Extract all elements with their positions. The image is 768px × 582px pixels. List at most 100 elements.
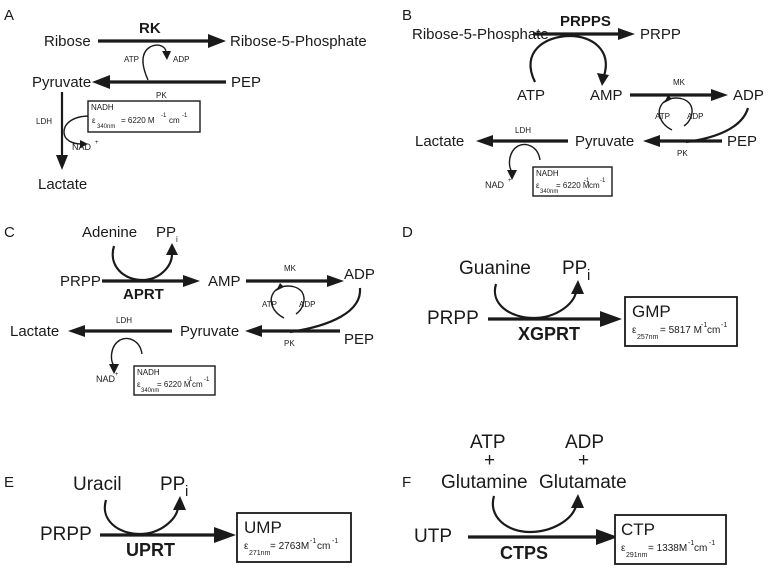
rk-arrowhead bbox=[208, 34, 226, 48]
cm-exponent: -1 bbox=[332, 538, 338, 545]
cm-unit: cm bbox=[192, 380, 203, 389]
plus-sign-1: + bbox=[484, 450, 495, 471]
ump-product-label: UMP bbox=[244, 518, 282, 537]
atp-label: ATP bbox=[470, 432, 506, 453]
panel-b: B Ribose-5-Phosphate PRPPS PRPP ATP AMP … bbox=[402, 7, 764, 197]
nadh-loop bbox=[508, 143, 541, 173]
nadh-label: NADH bbox=[137, 368, 160, 377]
amp-label: AMP bbox=[590, 87, 623, 104]
panel-d: D Guanine PP i PRPP XGPRT GMP ε 257nm = … bbox=[402, 224, 738, 347]
panel-b-letter: B bbox=[402, 7, 412, 24]
cm-exponent: -1 bbox=[721, 322, 727, 329]
panel-e-letter: E bbox=[4, 474, 14, 491]
utp-label: UTP bbox=[414, 526, 452, 547]
atp-adp-loop-arrowhead bbox=[664, 95, 672, 103]
nad-label: NAD bbox=[96, 374, 116, 384]
glutamine-label: Glutamine bbox=[441, 472, 528, 493]
amp-label: AMP bbox=[208, 273, 241, 290]
molar-exponent: -1 bbox=[584, 178, 590, 184]
panel-f-letter: F bbox=[402, 474, 411, 491]
glutamine-glutamate-arrowhead bbox=[571, 494, 584, 508]
adp-label: ADP bbox=[344, 266, 375, 283]
uracil-ppi-arrowhead bbox=[173, 496, 186, 510]
mk-enzyme-label: MK bbox=[284, 264, 297, 273]
nad-label: NAD bbox=[485, 180, 505, 190]
guanine-ppi-arrowhead bbox=[571, 280, 584, 294]
prpp-label: PRPP bbox=[427, 308, 479, 329]
panel-a: A Ribose RK Ribose-5-Phosphate ATP ADP P… bbox=[4, 7, 367, 193]
xgprt-arrowhead bbox=[600, 311, 622, 327]
adp-cofactor-label: ADP bbox=[299, 300, 315, 309]
ctps-enzyme-label: CTPS bbox=[500, 543, 548, 563]
uracil-label: Uracil bbox=[73, 474, 122, 495]
cm-unit: cm bbox=[169, 116, 180, 125]
nad-sup: + bbox=[95, 140, 99, 146]
epsilon-symbol: ε bbox=[536, 181, 540, 190]
atp-cofactor-label: ATP bbox=[655, 112, 670, 121]
aprt-enzyme-label: APRT bbox=[123, 286, 164, 303]
extinction-value: = 6220 M bbox=[157, 380, 191, 389]
ump-extinction-box bbox=[236, 512, 352, 563]
nadh-loop bbox=[110, 337, 143, 367]
atp-cofactor-label: ATP bbox=[124, 55, 139, 64]
epsilon-symbol: ε bbox=[632, 325, 637, 336]
cm-unit: cm bbox=[707, 325, 720, 336]
pep-label: PEP bbox=[344, 331, 374, 348]
adp-cofactor-label: ADP bbox=[687, 112, 703, 121]
epsilon-wavelength: 271nm bbox=[249, 550, 271, 557]
pyruvate-label: Pyruvate bbox=[180, 323, 239, 340]
nad-label: NAD bbox=[72, 142, 92, 152]
pyruvate-label: Pyruvate bbox=[575, 133, 634, 150]
nadh-label: NADH bbox=[91, 103, 114, 112]
panel-f: F ATP + Glutamine ADP + Glutamate UTP CT… bbox=[402, 432, 727, 565]
guanine-ppi-arc bbox=[493, 283, 578, 320]
panel-e: E Uracil PP i PRPP UPRT UMP ε 271nm = 27… bbox=[4, 474, 352, 563]
extinction-value: = 6220 M bbox=[556, 181, 590, 190]
cm-unit: cm bbox=[694, 543, 707, 554]
molar-exponent: -1 bbox=[701, 322, 707, 329]
plus-sign-2: + bbox=[578, 450, 589, 471]
pk-enzyme-label: PK bbox=[677, 149, 688, 158]
panel-c: C Adenine PP i PRPP APRT AMP MK ADP ATP … bbox=[4, 224, 375, 396]
glutamate-label: Glutamate bbox=[539, 472, 627, 493]
prpp-label: PRPP bbox=[40, 524, 92, 545]
glutamine-glutamate-arc bbox=[491, 495, 578, 534]
epsilon-symbol: ε bbox=[621, 543, 626, 554]
ppi-label: PP bbox=[160, 474, 185, 495]
ribose-label: Ribose bbox=[44, 33, 91, 50]
atp-amp-arc bbox=[529, 34, 607, 83]
extinction-value: = 5817 M bbox=[660, 325, 702, 336]
nad-sup: + bbox=[115, 372, 119, 378]
extinction-value: = 1338M bbox=[648, 543, 687, 554]
guanine-label: Guanine bbox=[459, 258, 531, 279]
epsilon-wavelength: 340nm bbox=[97, 124, 115, 130]
atp-amp-arrowhead bbox=[597, 73, 609, 86]
cm-exponent: -1 bbox=[182, 113, 188, 119]
cm-unit: cm bbox=[317, 541, 330, 552]
adenine-ppi-arc bbox=[111, 245, 174, 282]
lactate-label: Lactate bbox=[415, 133, 464, 150]
mk-arrowhead bbox=[327, 275, 344, 287]
lactate-label: Lactate bbox=[10, 323, 59, 340]
uprt-enzyme-label: UPRT bbox=[126, 540, 175, 560]
prpps-arrowhead bbox=[618, 28, 635, 40]
nadh-loop-arrowhead bbox=[109, 364, 119, 374]
panel-c-letter: C bbox=[4, 224, 15, 241]
pk-arrowhead bbox=[245, 325, 262, 337]
adp-label: ADP bbox=[565, 432, 604, 453]
ppi-subscript: i bbox=[185, 483, 188, 500]
nadh-loop-arrowhead bbox=[80, 140, 88, 148]
prpps-enzyme-label: PRPPS bbox=[560, 13, 611, 30]
ribose-5-phosphate-label: Ribose-5-Phosphate bbox=[230, 33, 367, 50]
epsilon-symbol: ε bbox=[244, 541, 249, 552]
gmp-product-label: GMP bbox=[632, 302, 671, 321]
ctp-product-label: CTP bbox=[621, 520, 655, 539]
adp-cofactor-label: ADP bbox=[173, 55, 189, 64]
atp-adp-loop-arrowhead bbox=[162, 51, 171, 60]
epsilon-wavelength: 340nm bbox=[141, 388, 159, 394]
ppi-label: PP bbox=[156, 224, 176, 241]
ldh-enzyme-label: LDH bbox=[36, 117, 52, 126]
pk-enzyme-label: PK bbox=[284, 339, 295, 348]
atp-cofactor-label: ATP bbox=[262, 300, 277, 309]
epsilon-symbol: ε bbox=[137, 380, 141, 389]
